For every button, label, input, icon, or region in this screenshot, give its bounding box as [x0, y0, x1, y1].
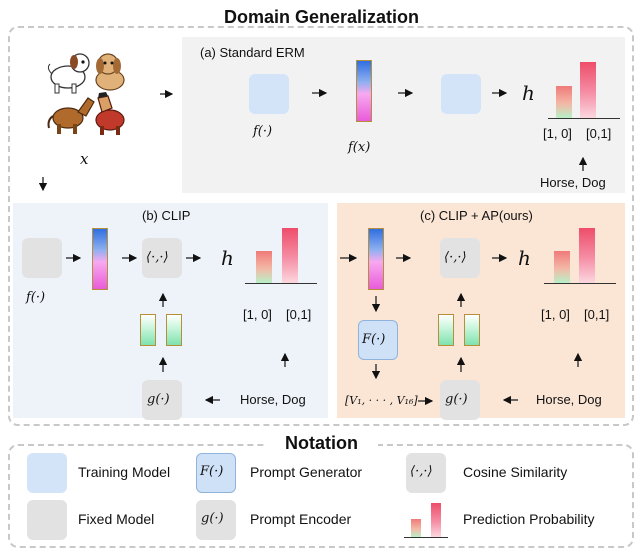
- clip-title: (b) CLIP: [142, 208, 191, 223]
- notation-fixed-model-label: Fixed Model: [78, 511, 155, 527]
- notation-prob-bar-small: [411, 519, 421, 537]
- clip-prob-label-dog: [0,1]: [286, 307, 312, 322]
- ap-title: (c) CLIP + AP(ours): [420, 208, 533, 223]
- clip-h-label: h: [221, 246, 234, 270]
- erm-prob-bar-dog: [580, 62, 596, 118]
- ap-cosine-similarity: [440, 238, 480, 278]
- ap-classes: Horse, Dog: [536, 392, 602, 407]
- notation-training-model-label: Training Model: [78, 464, 171, 480]
- notation-prompt-generator-symbol: F(·): [200, 464, 224, 479]
- notation-frame: [8, 444, 634, 548]
- notation-prob-baseline: [404, 537, 448, 538]
- notation-title: Notation: [285, 433, 358, 453]
- ap-v-label: [V₁, · · · , V₁₆]: [345, 394, 418, 407]
- ap-h-label: h: [518, 246, 531, 270]
- erm-prob-bar-horse: [556, 86, 572, 118]
- main-frame: [8, 26, 634, 426]
- clip-prob-bar-dog: [282, 228, 298, 283]
- input-variable-x: x: [80, 150, 89, 168]
- notation-prompt-generator-swatch: [196, 453, 236, 493]
- erm-fx-label: f(x): [348, 140, 371, 155]
- ap-prompt-embedding: [464, 314, 480, 346]
- clip-image-encoder: [22, 238, 62, 278]
- ap-prob-baseline: [544, 283, 616, 284]
- notation-title-bg: [266, 432, 378, 454]
- erm-classes: Horse, Dog: [540, 175, 606, 190]
- clip-prompt-embedding: [166, 314, 182, 346]
- ap-F-label: F(·): [362, 332, 386, 347]
- erm-panel: [182, 37, 625, 193]
- clip-classes: Horse, Dog: [240, 392, 306, 407]
- ap-prob-bar-horse: [554, 251, 570, 283]
- clip-f-label: f(·): [26, 290, 46, 305]
- horse-icon: [95, 92, 125, 135]
- erm-training-model: [249, 74, 289, 114]
- dog-icon: [95, 53, 125, 91]
- ap-sim-label: ⟨·,·⟩: [444, 250, 467, 265]
- ap-g-label: g(·): [445, 392, 468, 407]
- erm-feature-vector: [356, 60, 372, 122]
- clip-prompt-encoder: [142, 380, 182, 420]
- notation-fixed-model-swatch: [27, 500, 67, 540]
- notation-prompt-generator-label: Prompt Generator: [250, 464, 363, 480]
- ap-prompt-embedding: [438, 314, 454, 346]
- notation-training-model-swatch: [27, 453, 67, 493]
- ap-prompt-encoder: [440, 380, 480, 420]
- ap-panel: [337, 203, 625, 418]
- clip-cosine-similarity: [142, 238, 182, 278]
- erm-title: (a) Standard ERM: [200, 45, 305, 60]
- notation-prob-bar-large: [431, 503, 441, 537]
- ap-prob-label-horse: [1, 0]: [541, 307, 570, 322]
- clip-prob-baseline: [245, 283, 317, 284]
- dog-icon: [47, 53, 90, 94]
- clip-sim-label: ⟨·,·⟩: [146, 250, 169, 265]
- erm-h-label: h: [522, 81, 535, 105]
- erm-prob-label-dog: [0,1]: [586, 126, 612, 141]
- notation-cosine-similarity-symbol: ⟨·,·⟩: [410, 464, 433, 479]
- horse-icon: [47, 97, 95, 134]
- ap-prob-bar-dog: [579, 228, 595, 283]
- ap-prompt-generator: [358, 320, 398, 360]
- erm-prob-baseline: [548, 118, 620, 119]
- clip-feature-vector: [92, 228, 108, 290]
- erm-f-label: f(·): [253, 124, 273, 139]
- notation-prediction-probability-label: Prediction Probability: [463, 511, 595, 527]
- main-title: Domain Generalization: [223, 7, 420, 27]
- ap-prob-label-dog: [0,1]: [584, 307, 610, 322]
- notation-cosine-similarity-swatch: [406, 453, 446, 493]
- clip-prompt-embedding: [140, 314, 156, 346]
- clip-prob-bar-horse: [256, 251, 272, 283]
- clip-prob-label-horse: [1, 0]: [243, 307, 272, 322]
- ap-feature-vector: [368, 228, 384, 290]
- erm-prob-label-horse: [1, 0]: [543, 126, 572, 141]
- erm-classifier-model: [441, 74, 481, 114]
- notation-prompt-encoder-label: Prompt Encoder: [250, 511, 352, 527]
- notation-prompt-encoder-symbol: g(·): [201, 511, 224, 526]
- notation-prompt-encoder-swatch: [196, 500, 236, 540]
- clip-g-label: g(·): [147, 392, 170, 407]
- notation-cosine-similarity-label: Cosine Similarity: [463, 464, 568, 480]
